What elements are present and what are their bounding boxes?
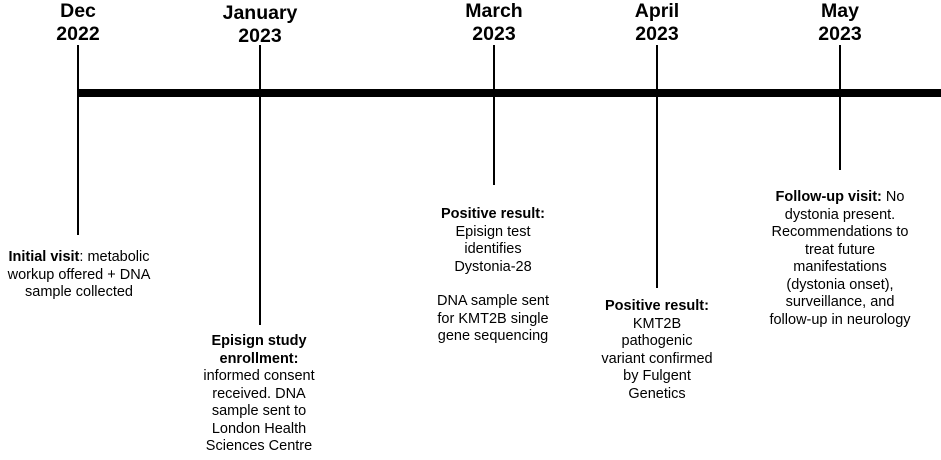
event-episign-enrollment: Episign study enrollment: informed conse…: [203, 333, 315, 454]
event-may-follow-up: Follow-up visit: No dystonia present. Re…: [769, 189, 911, 328]
timeline-axis: [78, 89, 941, 97]
event-march-positive-result: Positive result: Episign test identifies…: [436, 206, 550, 344]
tick-april-2023: [656, 45, 658, 288]
tick-may-2023: [839, 45, 841, 170]
tick-january-2023: [259, 45, 261, 325]
event-initial-title: Initial visit: [8, 249, 80, 265]
tick-march-2023: [493, 45, 495, 185]
tick-dec-2022: [77, 45, 79, 235]
event-initial-visit: Initial visit: metabolic workup offered …: [7, 249, 151, 300]
event-april-positive-result: Positive result: KMT2B pathogenic varian…: [601, 298, 713, 402]
